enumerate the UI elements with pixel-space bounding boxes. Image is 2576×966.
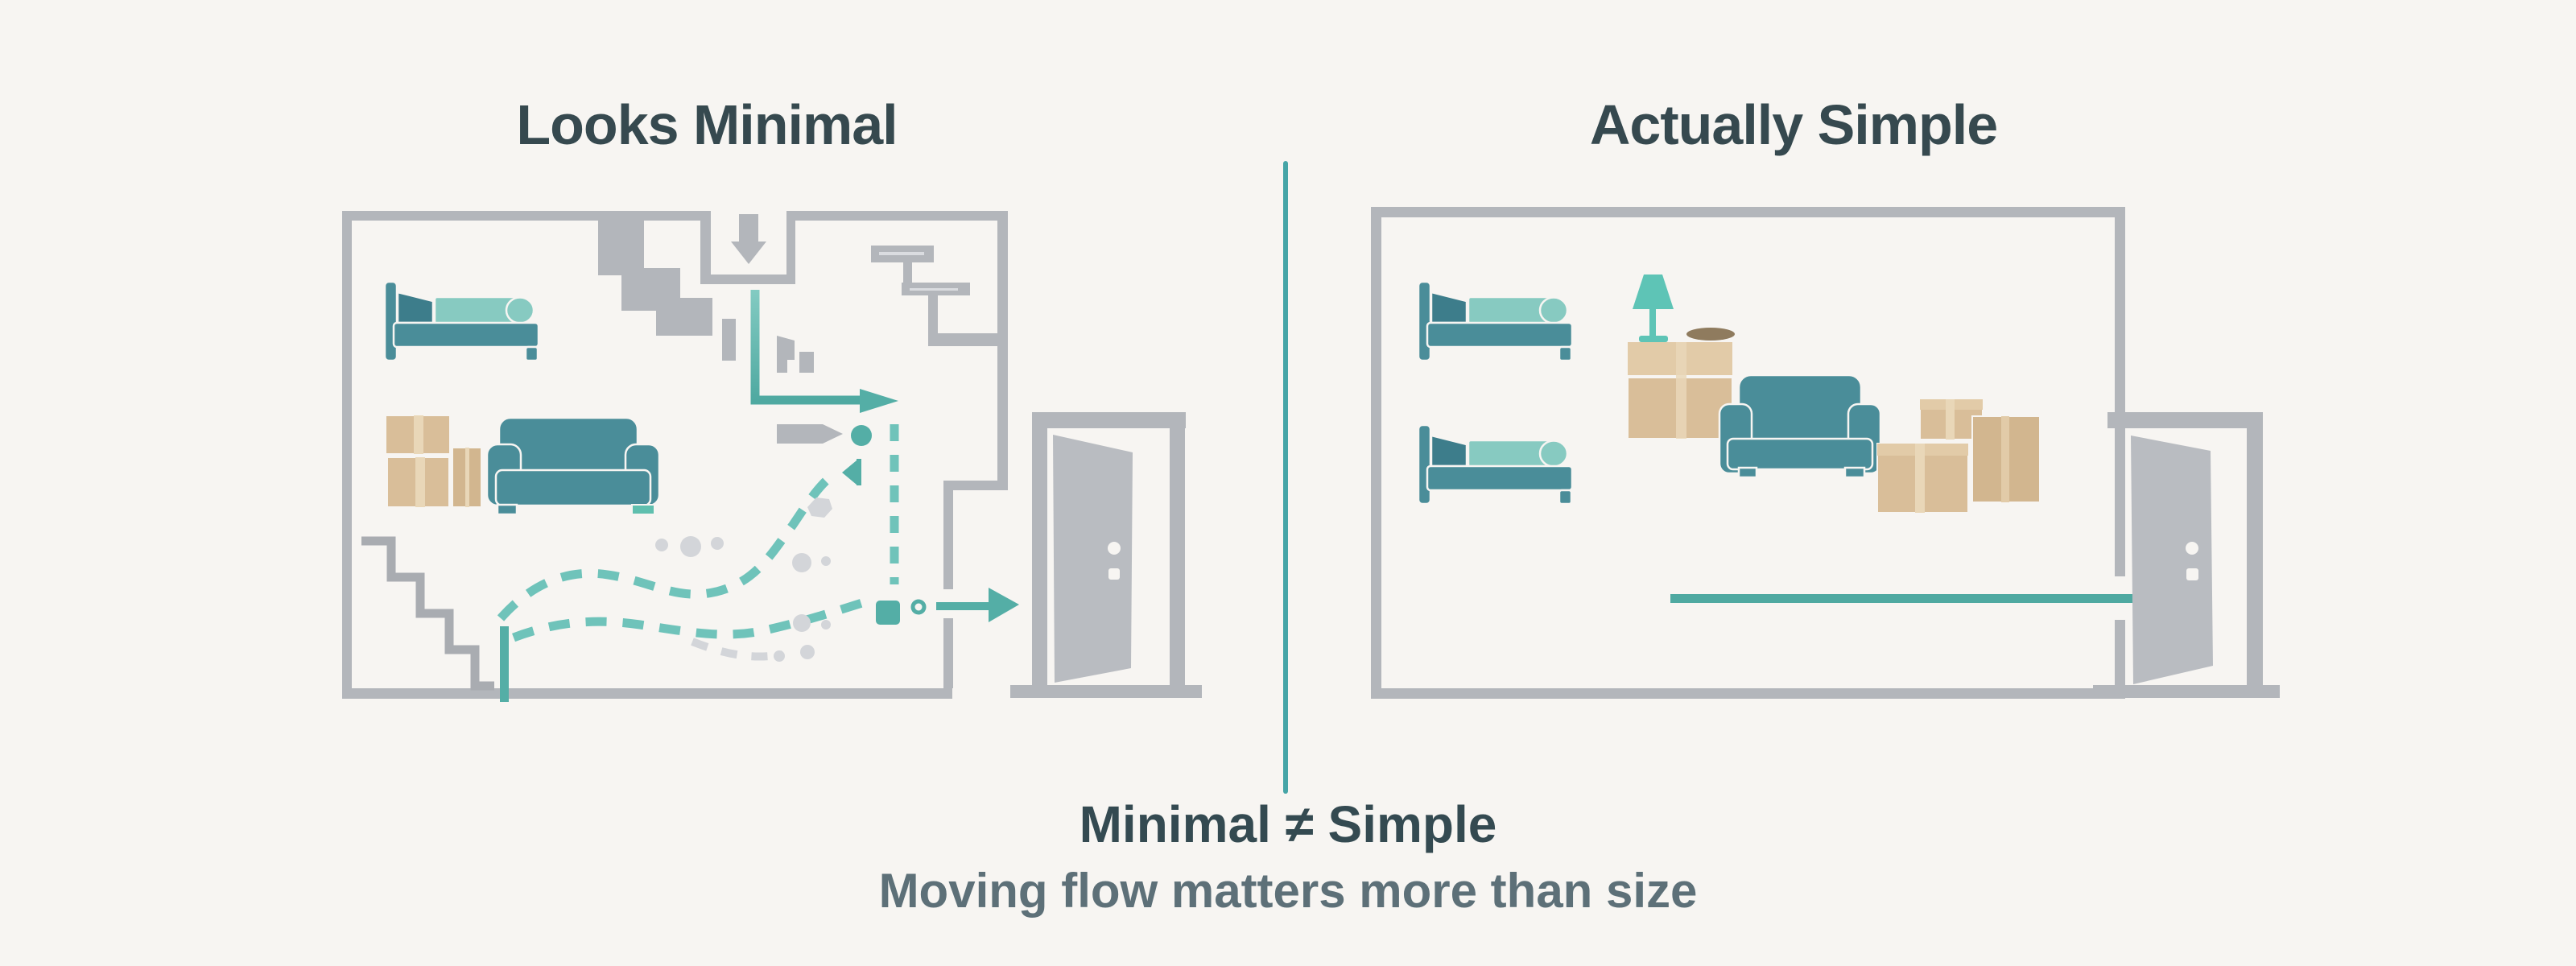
gray-dashed-trail <box>691 638 783 661</box>
bed-icon <box>1417 423 1574 506</box>
lamp-icon <box>1633 275 1674 342</box>
sofa-icon <box>485 416 661 516</box>
elbow-arrow-icon <box>750 290 898 413</box>
right-floorplan <box>1371 207 2280 699</box>
sofa-icon <box>1718 374 1882 479</box>
tag-icon <box>777 424 843 444</box>
staircase-blocks-icon <box>598 211 736 361</box>
exit-arrow-icon <box>936 588 1019 622</box>
moving-boxes-icon <box>1876 398 2041 514</box>
entry-down-arrow-icon <box>731 214 766 264</box>
scatter-dots <box>655 497 832 662</box>
panel-divider <box>1283 161 1288 794</box>
open-door-icon <box>2093 412 2280 698</box>
left-floorplan <box>342 211 1202 702</box>
left-panel-title: Looks Minimal <box>516 93 898 156</box>
tray-icon <box>1686 328 1735 341</box>
start-marker-line <box>500 626 509 702</box>
caption-subline: Moving flow matters more than size <box>878 864 1698 918</box>
left-plan-walls <box>342 211 1008 699</box>
marker-circle-icon <box>851 425 872 446</box>
straight-arrow-icon <box>1670 576 2177 620</box>
door-knob-icon <box>2186 542 2198 555</box>
ring-icon <box>910 599 927 615</box>
right-panel-title: Actually Simple <box>1589 93 1998 156</box>
caption-headline: Minimal ≠ Simple <box>1079 795 1497 853</box>
open-door-icon <box>1010 412 1202 698</box>
bed-icon <box>383 280 540 362</box>
door-knob-icon <box>1108 542 1121 555</box>
small-fixture-icon <box>777 336 814 373</box>
winding-dashed-path-lower <box>512 597 866 642</box>
moving-boxes-icon <box>385 415 482 508</box>
pallet-square-icon <box>876 601 900 625</box>
staircase-steps-icon <box>361 536 494 691</box>
nightstand-icon <box>1627 341 1733 440</box>
right-room-walls <box>1371 207 2125 699</box>
upper-staircase-side-icon <box>871 246 997 346</box>
winding-dashed-path-upper <box>497 469 839 621</box>
bed-icon <box>1417 280 1574 362</box>
funnel-icon <box>842 459 861 485</box>
